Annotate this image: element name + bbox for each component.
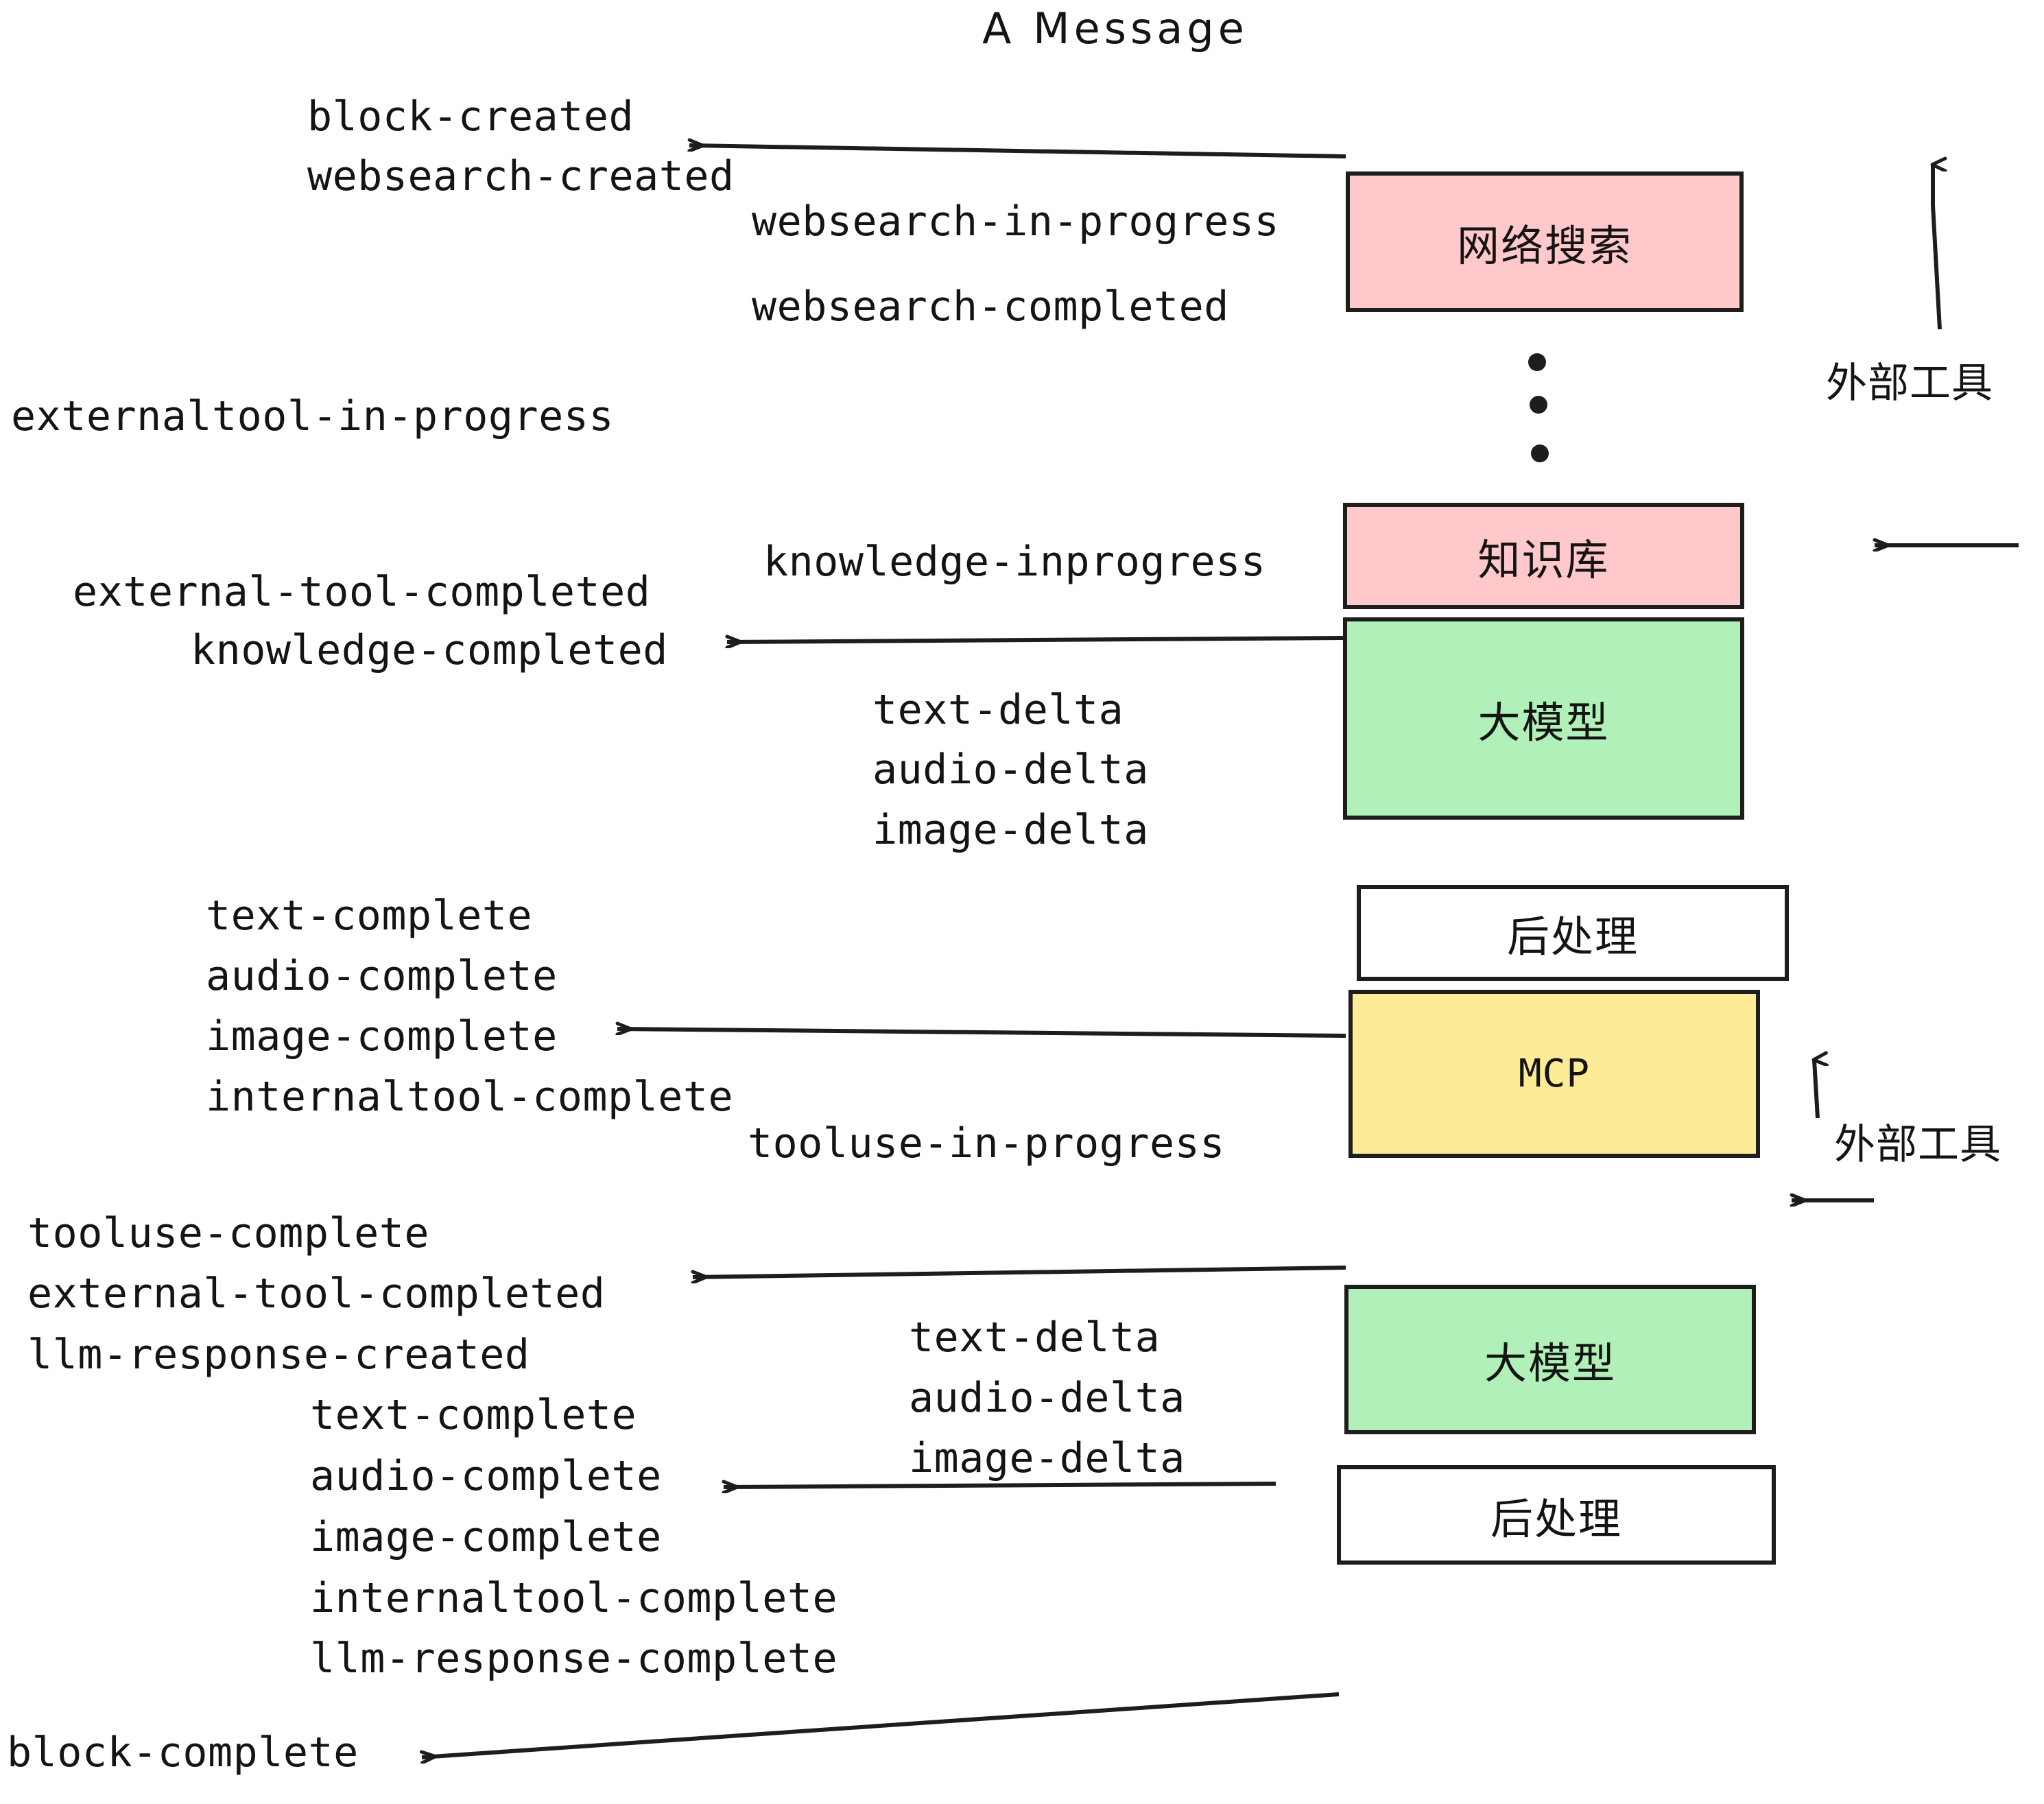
node-postprocess-2[interactable]: 后处理 <box>1337 1465 1776 1565</box>
event-label-llm-response-created: llm-response-created <box>27 1331 530 1379</box>
event-label-external-tool-completed-1: external-tool-completed <box>73 568 651 616</box>
event-label-audio-complete-1: audio-complete <box>206 952 558 1000</box>
node-mcp-label: MCP <box>1518 1052 1591 1096</box>
event-label-websearch-completed: websearch-completed <box>752 283 1229 331</box>
node-llm-1[interactable]: 大模型 <box>1343 617 1744 820</box>
ellipsis-dot-1 <box>1528 353 1546 371</box>
external-tools-bottom-arrow-up <box>1814 1060 1818 1119</box>
arrow-knowledge-to-completed <box>727 638 1344 642</box>
event-label-audio-complete-2: audio-complete <box>310 1452 662 1500</box>
event-label-internaltool-complete-1: internaltool-complete <box>206 1073 734 1121</box>
node-postprocess-1[interactable]: 后处理 <box>1357 885 1789 981</box>
node-llm-2[interactable]: 大模型 <box>1344 1285 1756 1434</box>
event-label-text-delta-1: text-delta <box>872 686 1124 734</box>
arrow-postprocess2-to-block-complete <box>422 1692 1340 1757</box>
node-postprocess-2-label: 后处理 <box>1490 1493 1622 1544</box>
event-label-external-tool-completed-2: external-tool-completed <box>27 1270 606 1318</box>
arrow-websearch-to-block-created <box>689 145 1346 158</box>
node-postprocess-1-label: 后处理 <box>1506 912 1639 962</box>
event-label-audio-delta-1: audio-delta <box>872 746 1149 794</box>
node-websearch-label: 网络搜索 <box>1456 220 1632 271</box>
node-llm-1-label: 大模型 <box>1477 697 1610 748</box>
event-label-tooluse-complete: tooluse-complete <box>27 1209 429 1257</box>
event-label-block-created: block-created <box>307 93 634 141</box>
event-label-text-delta-2: text-delta <box>909 1314 1161 1362</box>
event-label-knowledge-inprogress: knowledge-inprogress <box>763 538 1266 586</box>
node-knowledge-label: 知识库 <box>1477 534 1610 585</box>
page-title: A Message <box>982 3 1248 54</box>
event-label-tooluse-in-progress: tooluse-in-progress <box>748 1119 1225 1167</box>
side-label-external-tools-top: 外部工具 <box>1826 359 1993 407</box>
node-mcp[interactable]: MCP <box>1348 990 1760 1158</box>
event-label-image-delta-1: image-delta <box>872 806 1149 854</box>
event-label-image-complete-2: image-complete <box>310 1513 662 1561</box>
event-label-externaltool-in-progress: externaltool-in-progress <box>11 392 614 440</box>
node-knowledge[interactable]: 知识库 <box>1343 503 1744 609</box>
event-label-text-complete-1: text-complete <box>206 892 533 940</box>
event-label-text-complete-2: text-complete <box>310 1391 637 1439</box>
event-label-knowledge-completed: knowledge-completed <box>191 626 668 674</box>
arrow-postprocess1-to-image-complete <box>617 1029 1346 1038</box>
event-label-image-complete-1: image-complete <box>206 1012 558 1060</box>
external-tools-top-line-upper <box>1931 205 1942 330</box>
event-label-internaltool-complete-2: internaltool-complete <box>310 1574 838 1622</box>
side-label-external-tools-bottom: 外部工具 <box>1834 1121 2001 1169</box>
node-websearch[interactable]: 网络搜索 <box>1346 171 1744 312</box>
event-label-websearch-in-progress: websearch-in-progress <box>752 198 1280 246</box>
event-label-block-complete: block-complete <box>7 1729 359 1777</box>
ellipsis-dot-3 <box>1531 444 1549 462</box>
node-llm-2-label: 大模型 <box>1484 1338 1616 1388</box>
event-label-llm-response-complete: llm-response-complete <box>310 1635 838 1683</box>
event-label-audio-delta-2: audio-delta <box>909 1374 1185 1422</box>
arrow-mcp-to-tooluse-complete <box>693 1266 1346 1277</box>
arrow-llm2-to-audio-complete <box>724 1484 1276 1487</box>
event-label-image-delta-2: image-delta <box>909 1434 1185 1482</box>
event-label-websearch-created: websearch-created <box>307 152 735 200</box>
ellipsis-dot-2 <box>1530 396 1547 414</box>
